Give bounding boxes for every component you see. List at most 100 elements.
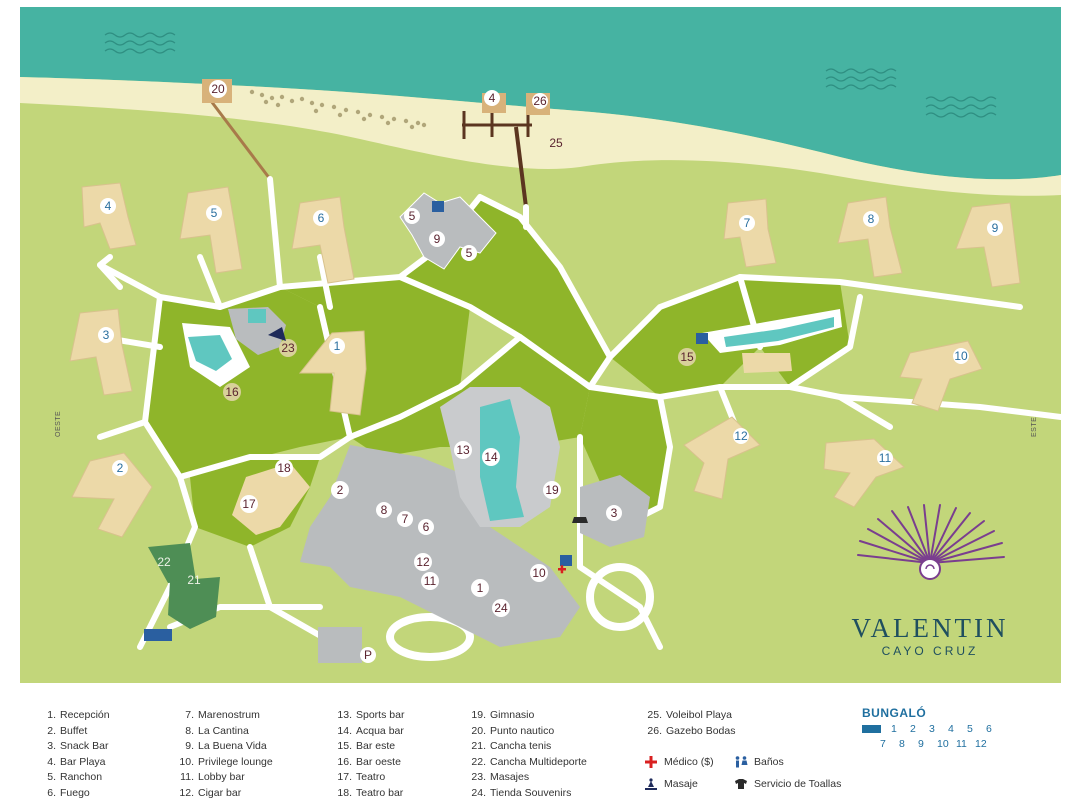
svg-text:26: 26 bbox=[533, 94, 547, 108]
towel-service-icon bbox=[735, 779, 747, 790]
svg-text:12: 12 bbox=[416, 555, 430, 569]
legend-item: 9.La Buena Vida bbox=[185, 740, 267, 753]
svg-text:21: 21 bbox=[187, 573, 201, 587]
brand-subtitle: CAYO CRUZ bbox=[882, 644, 979, 658]
legend: 1.Recepción 2.Buffet 3.Snack Bar 4.Bar P… bbox=[0, 690, 1080, 810]
svg-text:8: 8 bbox=[381, 503, 388, 517]
svg-text:7: 7 bbox=[744, 216, 751, 230]
legend-item: 25.Voleibol Playa bbox=[647, 709, 732, 721]
legend-item: 8.La Cantina bbox=[185, 724, 249, 737]
beach-umbrellas bbox=[249, 89, 427, 130]
svg-text:10: 10 bbox=[954, 349, 968, 363]
legend-item: 1.Recepción bbox=[47, 709, 110, 721]
svg-text:2: 2 bbox=[337, 483, 344, 497]
compass-east: ESTE bbox=[1031, 417, 1038, 437]
legend-column-5: 25.Voleibol Playa 26.Gazebo Bodas bbox=[640, 708, 735, 739]
compass-west: OESTE bbox=[55, 411, 62, 437]
walkways bbox=[97, 176, 1061, 650]
svg-text:19: 19 bbox=[545, 483, 559, 497]
svg-text:20: 20 bbox=[211, 82, 225, 96]
svg-text:12: 12 bbox=[734, 429, 748, 443]
legend-item: 16.Bar oeste bbox=[337, 755, 401, 768]
medical-cross-icon bbox=[645, 756, 657, 769]
legend-column-4: 19.Gimnasio 20.Punto nautico 21.Cancha t… bbox=[464, 708, 587, 802]
towel-service-icon bbox=[572, 517, 588, 523]
legend-toallas: Servicio de Toallas bbox=[734, 778, 841, 790]
legend-item: 10.Privilege lounge bbox=[179, 755, 273, 768]
legend-column-1: 1.Recepción 2.Buffet 3.Snack Bar 4.Bar P… bbox=[40, 708, 110, 802]
svg-text:24: 24 bbox=[494, 601, 508, 615]
svg-text:8: 8 bbox=[868, 212, 875, 226]
legend-item: 2.Buffet bbox=[47, 724, 88, 737]
legend-item: 14.Acqua bar bbox=[337, 724, 404, 737]
legend-item: 3.Snack Bar bbox=[47, 740, 109, 753]
legend-item: 17.Teatro bbox=[337, 771, 386, 784]
east-pool-area bbox=[702, 309, 842, 373]
svg-text:25: 25 bbox=[549, 136, 563, 150]
legend-item: 24.Tienda Souvenirs bbox=[471, 786, 572, 799]
svg-text:10: 10 bbox=[532, 566, 546, 580]
parking-loop bbox=[386, 613, 474, 661]
legend-masaje: Masaje bbox=[644, 778, 698, 791]
svg-text:9: 9 bbox=[434, 232, 441, 246]
sports-courts bbox=[148, 543, 362, 663]
roundabout bbox=[586, 563, 654, 631]
svg-text:1: 1 bbox=[477, 581, 484, 595]
legend-item: 22.Cancha Multideporte bbox=[471, 755, 587, 768]
legend-item: 21.Cancha tenis bbox=[471, 740, 552, 753]
svg-text:6: 6 bbox=[318, 211, 325, 225]
svg-text:2: 2 bbox=[117, 461, 124, 475]
restroom-icon bbox=[144, 201, 708, 641]
facility-markers: 20 4 26 25 5 9 5 23 16 15 13 14 18 2 17 … bbox=[157, 80, 696, 663]
legend-item: 4.Bar Playa bbox=[47, 755, 106, 768]
legend-item: 12.Cigar bar bbox=[179, 786, 242, 799]
legend-item: 26.Gazebo Bodas bbox=[647, 724, 736, 737]
legend-item: 18.Teatro bar bbox=[337, 786, 404, 799]
legend-item: 5.Ranchon bbox=[47, 771, 103, 784]
medical-cross-icon bbox=[558, 565, 566, 574]
svg-text:11: 11 bbox=[424, 574, 437, 588]
svg-text:5: 5 bbox=[211, 206, 218, 220]
legend-item: 6.Fuego bbox=[47, 786, 90, 799]
legend-item: 11.Lobby bar bbox=[180, 771, 245, 784]
massage-icon bbox=[645, 778, 657, 791]
legend-medico: Médico ($) bbox=[644, 756, 714, 769]
svg-text:22: 22 bbox=[157, 555, 171, 569]
svg-text:11: 11 bbox=[879, 451, 892, 465]
brand-name: VALENTIN bbox=[852, 613, 1009, 643]
svg-text:5: 5 bbox=[409, 209, 416, 223]
svg-text:5: 5 bbox=[466, 246, 473, 260]
legend-column-3: 13.Sports bar 14.Acqua bar 15.Bar este 1… bbox=[330, 708, 404, 802]
svg-text:3: 3 bbox=[611, 506, 618, 520]
svg-text:15: 15 bbox=[680, 350, 694, 364]
svg-text:4: 4 bbox=[489, 91, 496, 105]
svg-text:4: 4 bbox=[105, 199, 112, 213]
legend-banos: Baños bbox=[734, 756, 784, 768]
resort-map: OESTE ESTE 4 5 6 7 8 9 3 1 10 2 12 11 20… bbox=[20, 7, 1061, 683]
legend-column-2: 7.Marenostrum 8.La Cantina 9.La Buena Vi… bbox=[172, 708, 273, 802]
west-pool-area bbox=[182, 307, 286, 387]
svg-text:P: P bbox=[364, 648, 372, 662]
svg-text:1: 1 bbox=[334, 339, 341, 353]
svg-text:14: 14 bbox=[484, 450, 498, 464]
wave-marks bbox=[104, 32, 997, 118]
svg-text:7: 7 bbox=[402, 512, 409, 526]
legend-item: 23.Masajes bbox=[471, 771, 530, 784]
brand-logo bbox=[857, 504, 1005, 580]
bungalow-legend-title: BUNGALÓ bbox=[862, 706, 927, 720]
legend-item: 15.Bar este bbox=[337, 740, 396, 753]
svg-text:23: 23 bbox=[281, 341, 295, 355]
svg-text:9: 9 bbox=[992, 221, 999, 235]
legend-item: 7.Marenostrum bbox=[185, 709, 260, 721]
restroom-icon bbox=[735, 756, 748, 768]
legend-item: 20.Punto nautico bbox=[471, 724, 555, 737]
svg-text:17: 17 bbox=[242, 497, 256, 511]
piers bbox=[206, 96, 532, 208]
svg-text:16: 16 bbox=[225, 385, 239, 399]
svg-text:6: 6 bbox=[423, 520, 430, 534]
legend-item: 19.Gimnasio bbox=[471, 709, 535, 721]
massage-icon bbox=[268, 327, 286, 341]
